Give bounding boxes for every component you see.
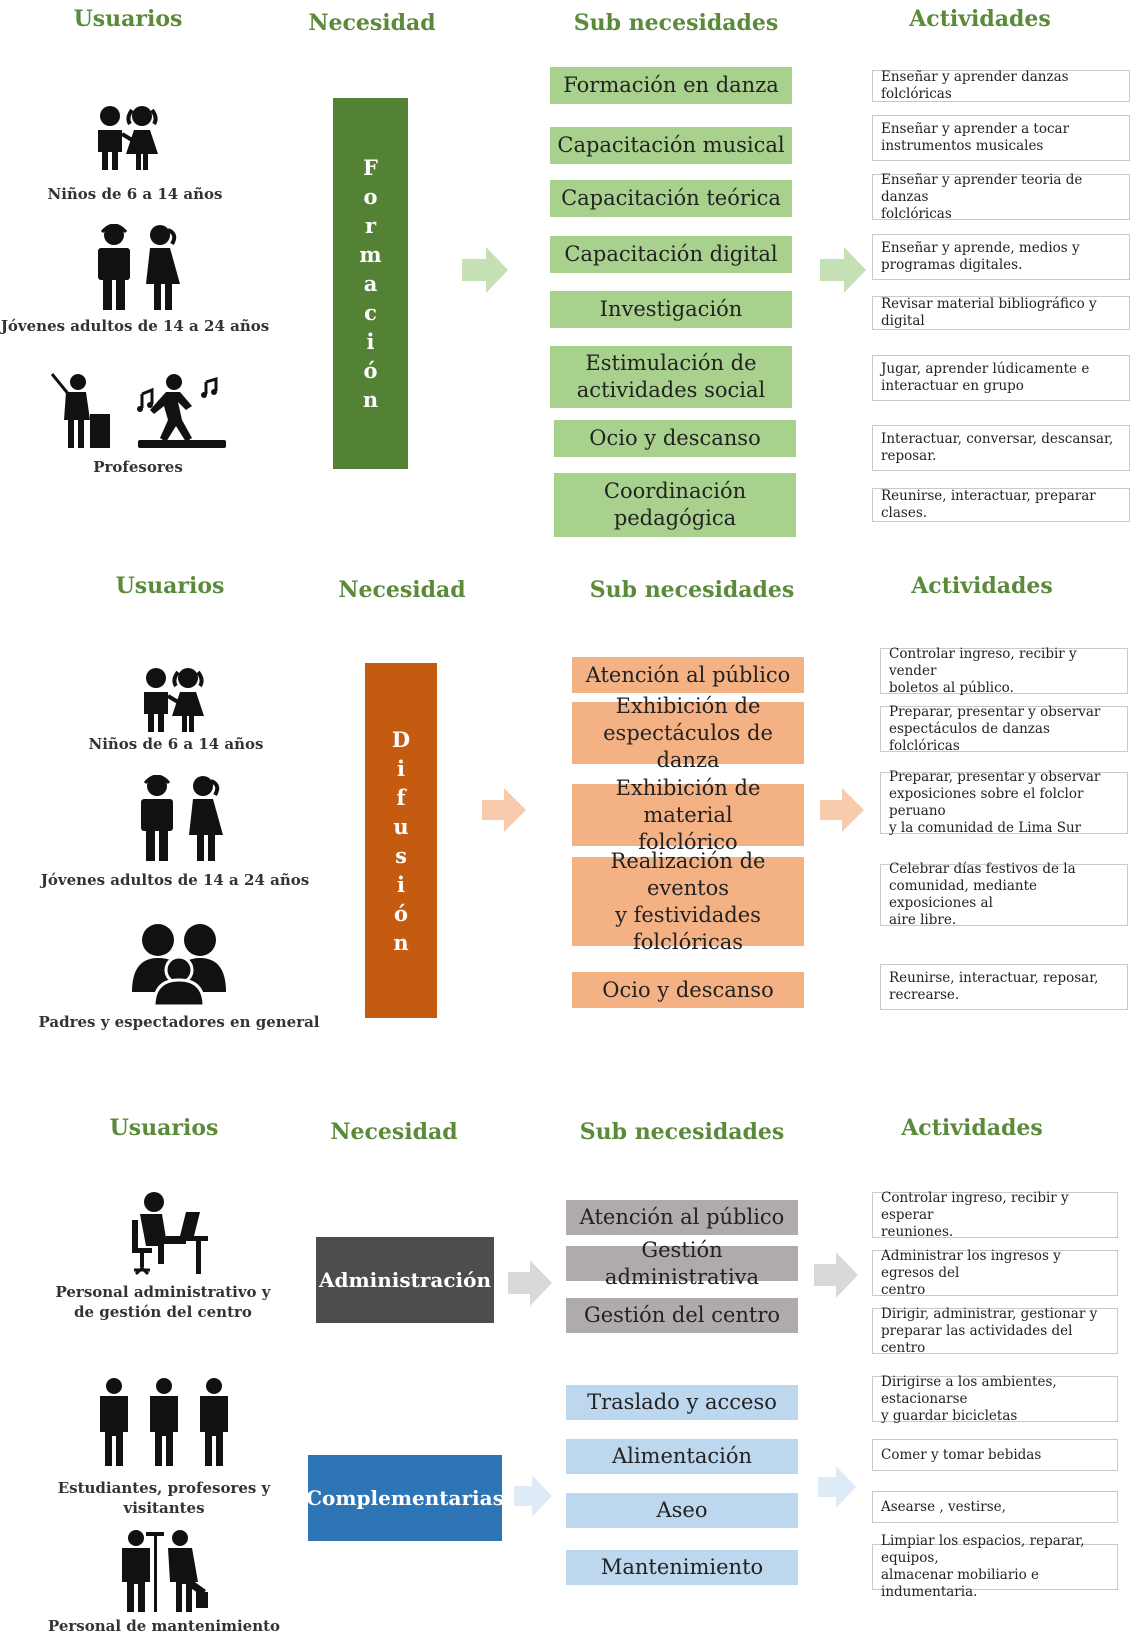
subneed-box: Ocio y descanso	[554, 420, 796, 457]
young-adults-icon	[98, 224, 180, 310]
activity-box: Enseñar y aprender teoria de danzas folc…	[872, 172, 1130, 222]
activity-box: Preparar, presentar y observar espectácu…	[880, 704, 1128, 754]
header-sub-necesidades: Sub necesidades	[573, 10, 779, 36]
arrow-right-icon	[482, 788, 526, 832]
activity-box: Asearse , vestirse,	[872, 1491, 1118, 1523]
subneed-box: Capacitación musical	[550, 127, 792, 164]
header-usuarios: Usuarios	[109, 1115, 219, 1141]
need-letter: n	[393, 929, 409, 955]
office-worker-icon	[132, 1192, 208, 1276]
activity-box: Reunirse, interactuar, preparar clases.	[872, 488, 1130, 522]
arrow-right-icon	[820, 247, 866, 293]
activity-box: Preparar, presentar y observar exposicio…	[880, 769, 1128, 836]
arrow-right-icon	[818, 1466, 856, 1508]
subneed-box: Aseo	[566, 1493, 798, 1528]
activity-box: Interactuar, conversar, descansar, repos…	[872, 425, 1130, 471]
subneed-box: Gestión administrativa	[566, 1238, 798, 1289]
need-box-complementarias: Complementarias	[306, 1455, 504, 1541]
subneed-box: Investigación	[550, 291, 792, 328]
activity-box: Controlar ingreso, recibir y esperar reu…	[872, 1190, 1118, 1240]
subneed-box: Coordinación pedagógica	[554, 473, 796, 537]
people-group-icon	[100, 1378, 228, 1466]
need-letter: i	[397, 755, 405, 781]
header-usuarios: Usuarios	[73, 6, 183, 32]
children-icon	[144, 668, 204, 732]
activity-box: Reunirse, interactuar, reposar, recrears…	[880, 964, 1128, 1010]
maintenance-staff-icon	[122, 1530, 208, 1612]
subneed-box: Capacitación teórica	[550, 180, 792, 217]
user-label-estudiantes: Estudiantes, profesores y visitantes	[57, 1479, 271, 1517]
need-letter: ó	[363, 358, 378, 383]
subneed-box: Atención al público	[566, 1200, 798, 1235]
need-letter: u	[393, 813, 409, 839]
subneed-box: Realización de eventos y festividades fo…	[572, 849, 804, 954]
header-actividades: Actividades	[901, 1115, 1043, 1141]
subneed-box: Mantenimiento	[566, 1550, 798, 1585]
need-letter: ó	[393, 900, 408, 926]
subneed-box: Alimentación	[566, 1439, 798, 1474]
family-group-icon	[132, 924, 226, 1006]
need-letter: s	[395, 842, 407, 868]
activity-box: Controlar ingreso, recibir y vender bole…	[880, 646, 1128, 696]
need-letter: a	[363, 271, 378, 296]
user-label-profesores: Profesores	[93, 458, 183, 476]
user-label-ninos: Niños de 6 a 14 años	[47, 185, 223, 203]
subneed-box: Atención al público	[572, 657, 804, 693]
subneed-box: Capacitación digital	[550, 236, 792, 273]
arrow-right-icon	[514, 1475, 552, 1517]
activity-box: Revisar material bibliográfico y digital	[872, 296, 1130, 330]
header-sub-necesidades: Sub necesidades	[579, 1119, 785, 1145]
activity-box: Enseñar y aprender a tocar instrumentos …	[872, 115, 1130, 161]
user-label-mantenimiento: Personal de mantenimiento	[47, 1617, 281, 1635]
header-actividades: Actividades	[909, 6, 1051, 32]
need-letter: i	[397, 871, 405, 897]
header-usuarios: Usuarios	[115, 573, 225, 599]
need-letter: o	[363, 184, 378, 209]
subneed-box: Gestión del centro	[566, 1298, 798, 1333]
header-necesidad: Necesidad	[338, 577, 466, 603]
need-letter: c	[364, 300, 377, 325]
subneed-box: Formación en danza	[550, 67, 792, 104]
activity-box: Enseñar y aprender danzas folclóricas	[872, 69, 1130, 102]
header-necesidad: Necesidad	[330, 1119, 458, 1145]
activity-box: Celebrar días festivos de la comunidad, …	[880, 861, 1128, 928]
activity-box: Administrar los ingresos y egresos del c…	[872, 1248, 1118, 1298]
activity-box: Jugar, aprender lúdicamente e interactua…	[872, 355, 1130, 401]
need-letter: D	[391, 726, 411, 752]
subneed-box: Estimulación de actividades social	[550, 346, 792, 408]
user-label-jovenes: Jóvenes adultos de 14 a 24 años	[40, 871, 310, 889]
need-letter: m	[359, 242, 382, 267]
subneed-box: Ocio y descanso	[572, 972, 804, 1008]
children-icon	[98, 106, 158, 170]
activity-box: Dirigir, administrar, gestionar y prepar…	[872, 1306, 1118, 1356]
arrow-right-icon	[462, 247, 508, 293]
subneed-box: Traslado y acceso	[566, 1385, 798, 1420]
need-letter: i	[366, 329, 375, 354]
arrow-right-icon	[820, 788, 864, 832]
user-label-padres: Padres y espectadores en general	[38, 1013, 320, 1031]
user-label-personal-admin: Personal administrativo y de gestión del…	[55, 1283, 271, 1321]
teachers-icon	[50, 373, 226, 448]
need-box-administracion: Administración	[316, 1237, 494, 1323]
user-label-ninos: Niños de 6 a 14 años	[88, 735, 264, 753]
activity-box: Comer y tomar bebidas	[872, 1439, 1118, 1471]
subneed-box: Exhibición de espectáculos de danza	[572, 694, 804, 772]
header-actividades: Actividades	[911, 573, 1053, 599]
need-letter: F	[363, 155, 378, 180]
subneed-box: Exhibición de material folclórico	[572, 776, 804, 854]
activity-box: Dirigirse a los ambientes, estacionarse …	[872, 1374, 1118, 1424]
activity-box: Limpiar los espacios, reparar, equipos, …	[872, 1533, 1118, 1600]
arrow-right-icon	[814, 1252, 858, 1298]
young-adults-icon	[141, 775, 223, 861]
header-sub-necesidades: Sub necesidades	[589, 577, 795, 603]
user-label-jovenes: Jóvenes adultos de 14 a 24 años	[0, 317, 270, 335]
arrow-right-icon	[508, 1260, 552, 1306]
activity-box: Enseñar y aprende, medios y programas di…	[872, 234, 1130, 280]
need-letter: r	[364, 213, 377, 238]
need-letter: f	[396, 784, 406, 810]
need-letter: n	[362, 387, 379, 412]
header-necesidad: Necesidad	[308, 10, 436, 36]
